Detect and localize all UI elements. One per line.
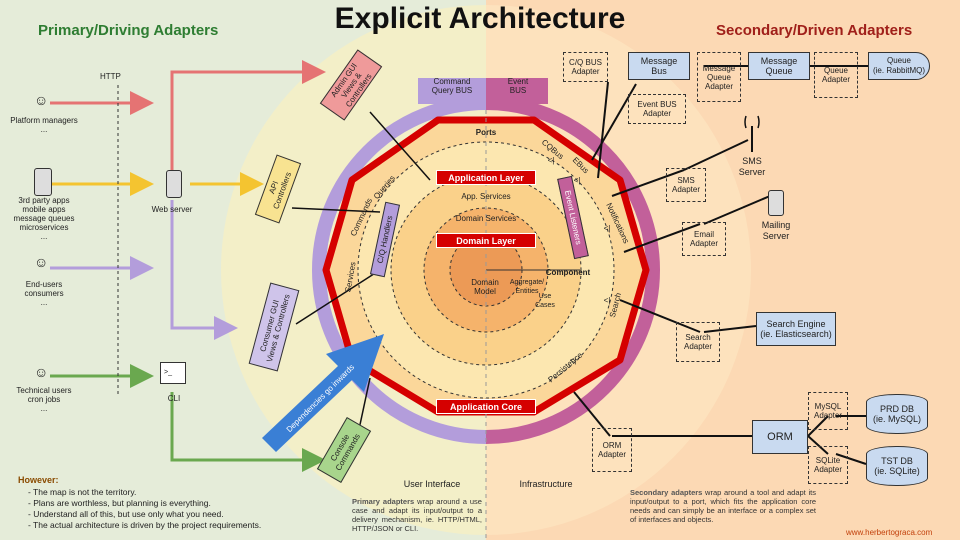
link-sqlite <box>807 435 829 455</box>
use-cases-label: Use Cases <box>535 293 555 309</box>
web-server-icon <box>166 170 182 198</box>
orm-adapter[interactable]: ORM Adapter <box>592 428 632 472</box>
link-sms-server <box>683 139 749 171</box>
command-query-bus-tab <box>418 78 486 104</box>
message-bus-box[interactable]: Message Bus <box>628 52 690 80</box>
message-queue-box[interactable]: Message Queue <box>748 52 810 80</box>
primary-adapters-header: Primary/Driving Adapters <box>38 22 219 39</box>
smiley-icon: ☺ <box>34 254 49 270</box>
prd-db[interactable]: PRD DB (ie. MySQL) <box>866 394 928 434</box>
application-layer-label: Application Layer <box>436 170 536 185</box>
port-arrow-icon: <| <box>569 356 577 365</box>
link-mailing-server <box>703 195 771 225</box>
sms-waves-icon <box>744 115 760 129</box>
link-mysql <box>807 415 829 437</box>
secondary-note-bold: Secondary adapters <box>630 488 703 497</box>
secondary-adapters-note: Secondary adapters wrap around a tool an… <box>630 488 816 524</box>
dependencies-arrow <box>262 334 384 452</box>
event-bus-ring <box>486 96 660 444</box>
command-query-bus-ring <box>312 96 486 444</box>
actor-technical-users: Technical users cron jobs ... <box>16 386 72 413</box>
actor-end-users: End-users consumers ... <box>24 280 64 307</box>
however-title: However: <box>18 475 59 485</box>
mailing-server-icon <box>768 190 784 216</box>
connector-email <box>623 223 701 253</box>
queue-rabbitmq[interactable]: Queue (ie. RabbitMQ) <box>868 52 930 80</box>
server-icon <box>34 168 52 196</box>
port-arrow-icon: <| <box>547 156 555 165</box>
domain-model-label: Domain Model <box>471 278 499 296</box>
orm-box[interactable]: ORM <box>752 420 808 454</box>
however-item: - The map is not the territory. <box>28 487 137 497</box>
primary-note-text: wrap around a use case and adapt its inp… <box>352 497 482 533</box>
search-engine-box[interactable]: Search Engine (ie. Elasticsearch) <box>756 312 836 346</box>
sms-server-label: SMS Server <box>738 156 766 177</box>
credit-link[interactable]: www.herbertograca.com <box>846 528 933 537</box>
secondary-adapters-header: Secondary/Driven Adapters <box>716 22 913 39</box>
http-label: HTTP <box>100 72 121 81</box>
event-bus-tab <box>486 78 548 104</box>
actor-third-party: 3rd party apps mobile apps message queue… <box>13 196 75 241</box>
connector-search <box>619 299 701 333</box>
port-arrow-icon: <| <box>603 296 611 305</box>
cli-label: CLI <box>167 394 181 403</box>
primary-note-bold: Primary adapters <box>352 497 415 506</box>
connector-admin <box>369 111 431 181</box>
connector-cq-bus <box>597 81 609 179</box>
user-interface-label: User Interface <box>403 479 461 489</box>
smiley-icon: ☺ <box>34 364 49 380</box>
port-arrow-icon: <| <box>603 224 611 233</box>
sms-adapter[interactable]: SMS Adapter <box>666 168 706 202</box>
actor-platform-managers: Platform managers ... <box>10 116 78 134</box>
mysql-adapter[interactable]: MySQL Adapter <box>808 392 848 430</box>
domain-services-label: Domain Services <box>455 214 517 223</box>
arrow-to-admin-gui <box>170 60 326 172</box>
arrow-to-consumer-gui <box>170 200 238 340</box>
smiley-icon: ☺ <box>34 92 49 108</box>
email-adapter[interactable]: Email Adapter <box>682 222 726 256</box>
arrow-to-console <box>170 392 326 472</box>
command-query-bus-label: Command Query BUS <box>431 77 473 95</box>
event-bus-adapter[interactable]: Event BUS Adapter <box>628 94 686 124</box>
web-server-label: Web server <box>151 205 193 214</box>
terminal-icon: >_ <box>160 362 186 384</box>
app-services-label: App. Services <box>461 192 511 201</box>
primary-adapters-note: Primary adapters wrap around a use case … <box>352 497 482 533</box>
event-bus-label: Event BUS <box>507 77 529 95</box>
however-item: - The actual architecture is driven by t… <box>28 520 262 530</box>
however-item: - Plans are worthless, but planning is e… <box>28 498 211 508</box>
component-label: Component <box>545 268 591 277</box>
aggregate-label: Aggregate/ Entities <box>509 279 545 295</box>
application-core-label: Application Core <box>436 399 536 414</box>
link-tst-db <box>835 453 867 465</box>
infrastructure-label: Infrastructure <box>519 479 573 489</box>
message-queue-adapter[interactable]: Message Queue Adapter <box>697 52 741 102</box>
sqlite-adapter[interactable]: SQLite Adapter <box>808 446 848 484</box>
connector-sms <box>611 169 685 197</box>
connector-api <box>291 207 381 213</box>
page-title: Explicit Architecture <box>334 2 626 35</box>
however-item: - Understand all of this, but use only w… <box>28 509 224 519</box>
port-arrow-icon: <| <box>573 176 581 185</box>
tst-db[interactable]: TST DB (ie. SQLite) <box>866 446 928 486</box>
cq-bus-adapter[interactable]: C/Q BUS Adapter <box>563 52 608 82</box>
search-adapter[interactable]: Search Adapter <box>676 322 720 362</box>
mailing-server-label: Mailing Server <box>761 220 791 241</box>
ports-label: Ports <box>475 128 497 137</box>
domain-layer-label: Domain Layer <box>436 233 536 248</box>
queue-adapter[interactable]: Queue Adapter <box>814 52 858 98</box>
link-search-engine <box>703 325 757 333</box>
secondary-note-text: wrap around a tool and adapt its input/o… <box>630 488 816 524</box>
connector-consumer <box>295 269 381 325</box>
